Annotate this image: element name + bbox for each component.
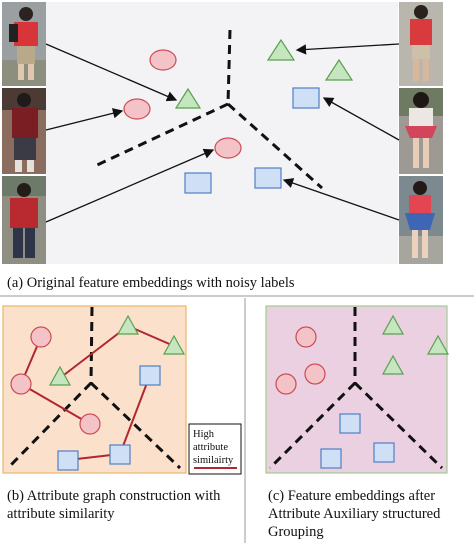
circle-marker <box>31 327 51 347</box>
square-marker <box>321 449 341 468</box>
square-marker <box>293 88 319 108</box>
person-photo-left-3 <box>2 176 46 264</box>
circle-marker <box>124 99 150 119</box>
circle-marker <box>150 50 176 70</box>
person-photo-right-3 <box>399 176 443 264</box>
square-marker <box>58 451 78 470</box>
square-marker <box>110 445 130 464</box>
square-marker <box>185 173 211 193</box>
circle-marker <box>305 364 325 384</box>
legend-line-2: attribute <box>193 442 228 453</box>
panel-a-background <box>46 2 398 264</box>
square-marker <box>255 168 281 188</box>
caption-panel-c: (c) Feature embeddings after Attribute A… <box>268 487 473 541</box>
person-photo-left-1 <box>2 2 46 86</box>
circle-marker <box>296 327 316 347</box>
circle-marker <box>11 374 31 394</box>
circle-marker <box>276 374 296 394</box>
caption-panel-a: (a) Original feature embeddings with noi… <box>7 274 295 292</box>
legend-line-3: similairty <box>193 455 234 466</box>
person-photo-left-2 <box>2 88 46 174</box>
legend-box: High attribute similairty <box>189 424 241 474</box>
person-photo-right-1 <box>399 2 443 86</box>
caption-panel-b: (b) Attribute graph construction with at… <box>7 487 227 523</box>
circle-marker <box>80 414 100 434</box>
square-marker <box>374 443 394 462</box>
square-marker <box>340 414 360 433</box>
square-marker <box>140 366 160 385</box>
circle-marker <box>215 138 241 158</box>
legend-line-1: High <box>193 429 215 440</box>
person-photo-right-2 <box>399 88 443 174</box>
